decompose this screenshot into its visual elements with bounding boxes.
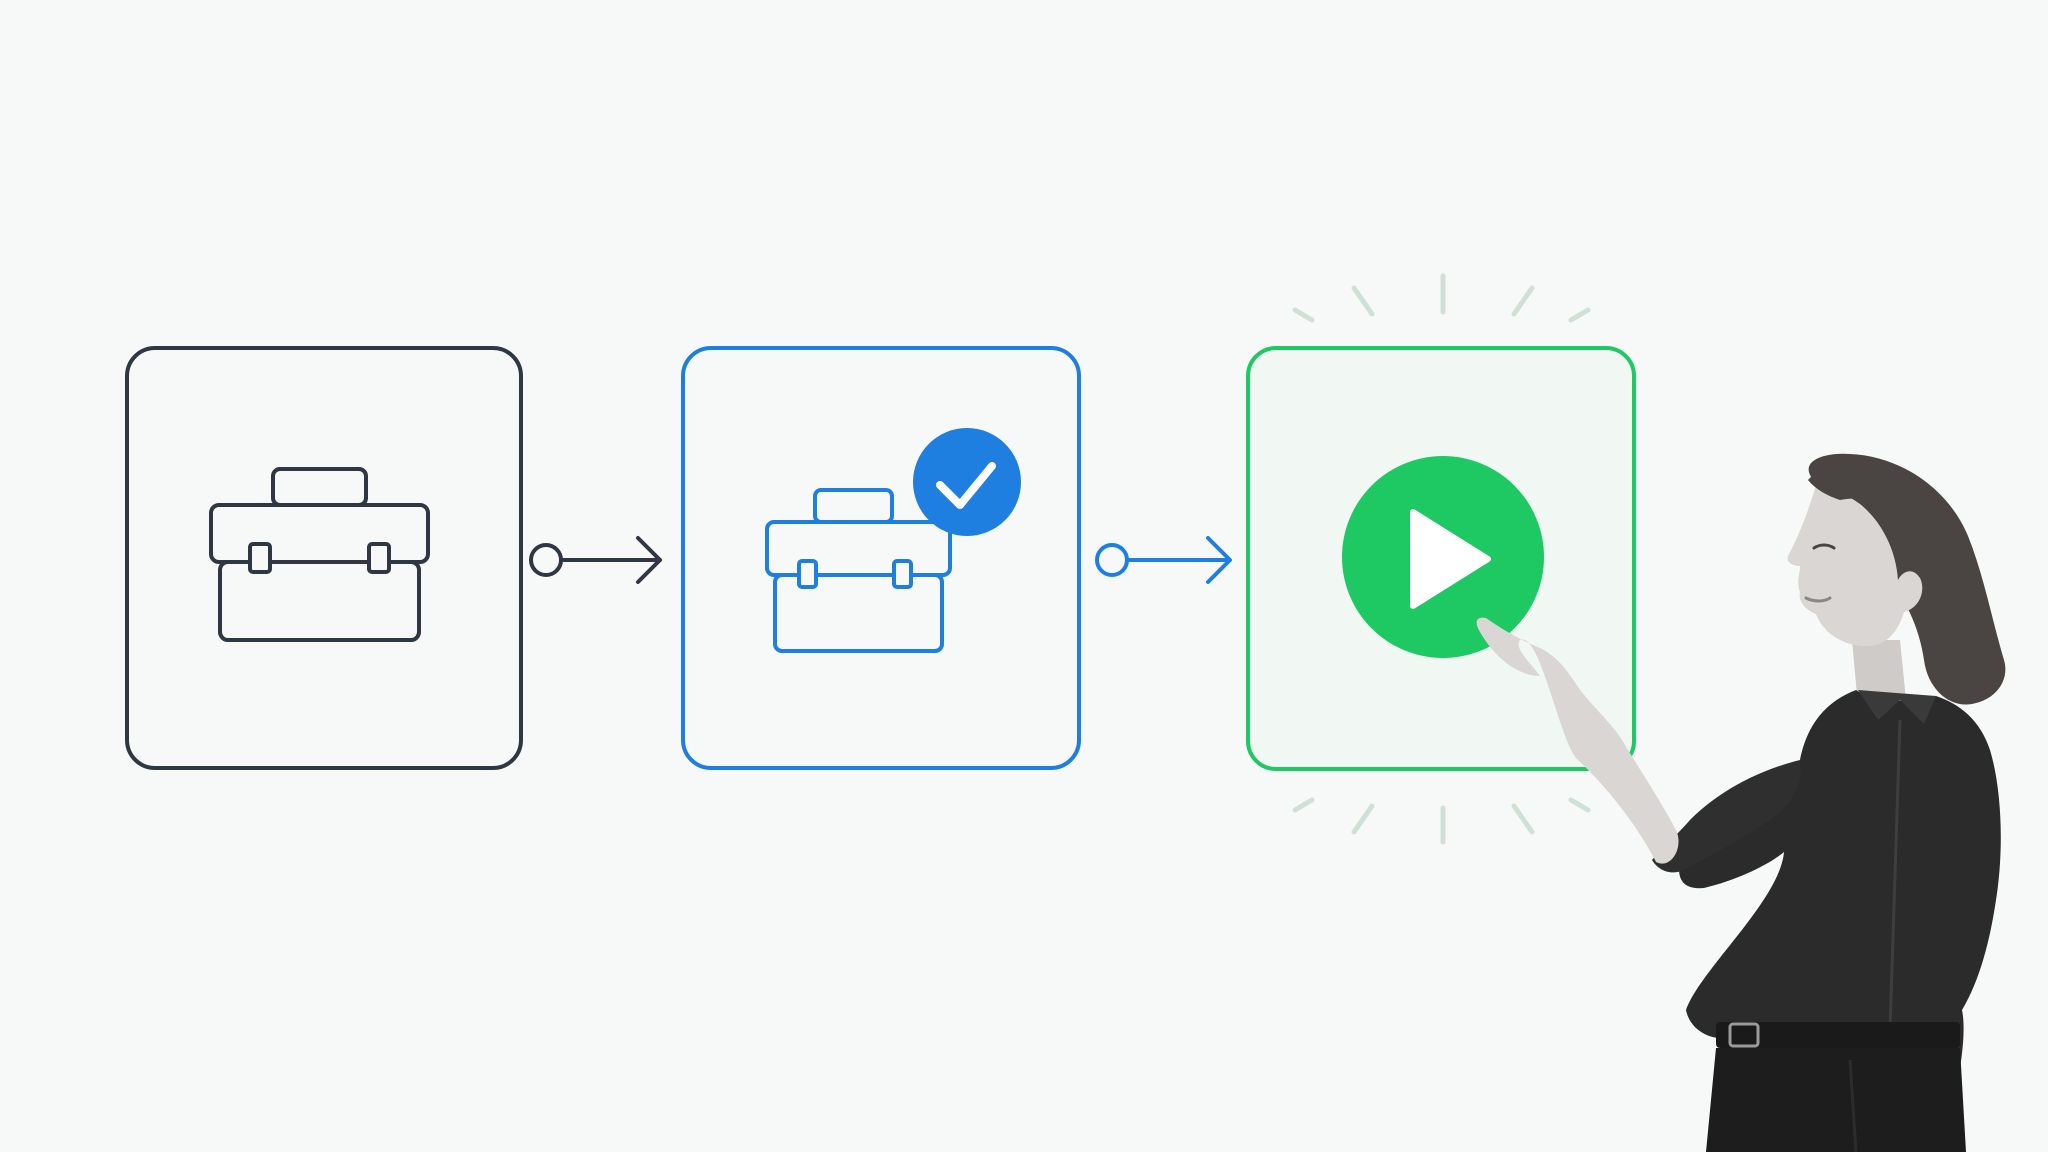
check-icon <box>936 462 996 509</box>
toolbox-icon <box>209 467 430 642</box>
toolbox-check-icon <box>765 488 952 653</box>
highlight-rays <box>1292 273 1591 845</box>
check-badge <box>913 428 1021 536</box>
play-button[interactable] <box>1342 456 1544 658</box>
connector-start-circle <box>529 543 563 577</box>
arrow-right-icon <box>636 536 662 584</box>
person-pointing <box>1476 453 2006 1152</box>
person-pants <box>1706 1048 1966 1152</box>
step-run <box>1246 346 1636 771</box>
step-toolbox <box>125 346 523 770</box>
connector-2 <box>1095 536 1232 584</box>
step-verified-frame <box>681 346 1081 770</box>
arrow-right-icon <box>1206 536 1232 584</box>
person-shirt <box>1679 690 2001 1090</box>
connector-1 <box>529 536 662 584</box>
step-toolbox-verified <box>681 346 1081 770</box>
person-hand <box>1476 617 1679 864</box>
person-face <box>1787 478 1923 647</box>
connector-start-circle <box>1095 543 1129 577</box>
step-toolbox-frame <box>125 346 523 770</box>
play-icon <box>1410 509 1491 609</box>
